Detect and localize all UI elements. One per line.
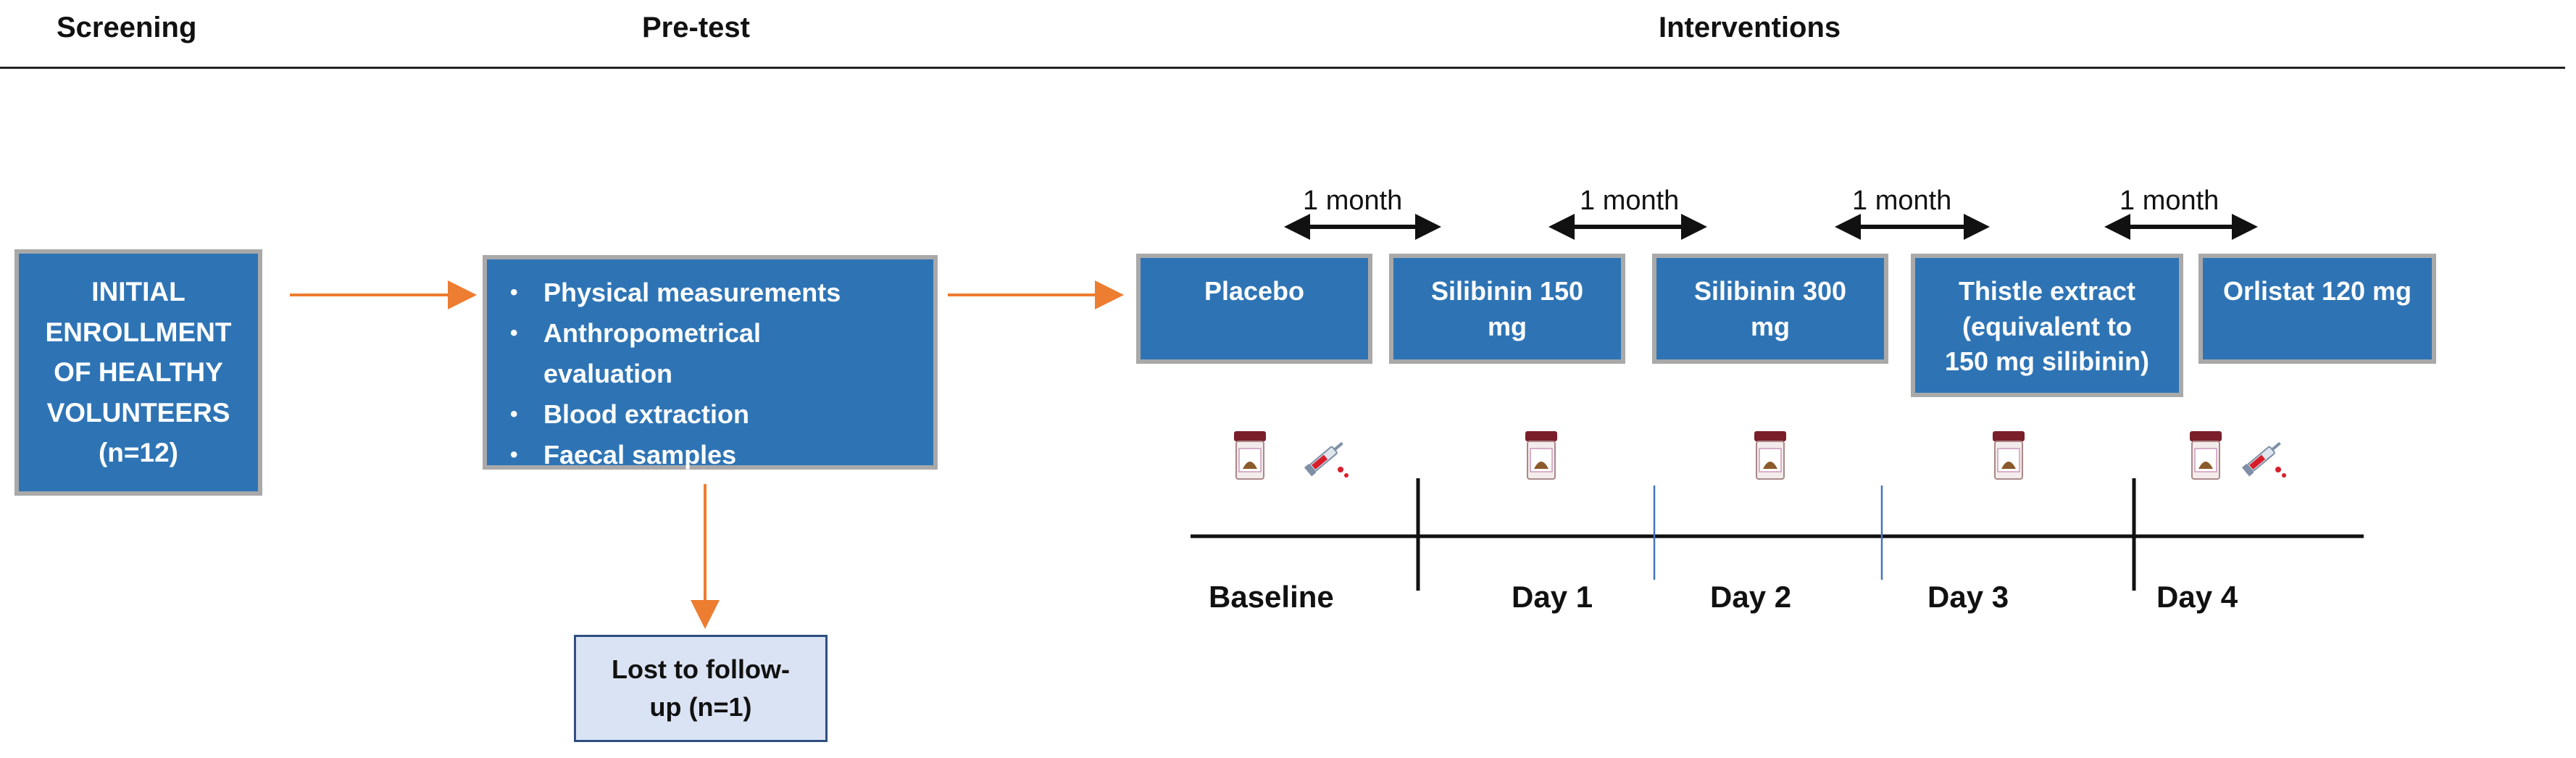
day-label-day2: Day 2 [1710,580,1792,614]
blood-syringe-icon [2241,441,2286,478]
lost-followup-line: Lost to follow- [612,654,790,684]
enrollment-line: ENROLLMENT [45,317,232,347]
enrollment-line: (n=12) [98,438,178,468]
day-label-day1: Day 1 [1512,580,1593,614]
pretest-item-blood: Blood extraction [510,394,933,435]
intervention-thistle-line: (equivalent to [1962,311,2133,341]
intervention-thistle: Thistle extract (equivalent to 150 mg si… [1911,254,2183,397]
enrollment-line: INITIAL [91,277,186,307]
stool-sample-jar-icon [1234,431,1266,480]
header-screening: Screening [57,12,197,43]
intervention-thistle-line: 150 mg silibinin) [1944,346,2150,377]
intervention-placebo-label: Placebo [1204,276,1305,306]
intervention-thistle-line: Thistle extract [1958,276,2136,306]
washout-label-2: 1 month [1580,186,1680,216]
header-interventions: Interventions [1659,12,1841,43]
enrollment-line: VOLUNTEERS [46,397,230,428]
stool-sample-jar-icon [1754,431,1786,480]
lost-followup-line: up (n=1) [649,692,752,722]
stool-sample-jar-icon [2190,431,2222,480]
intervention-silibinin-150-line: mg [1488,311,1527,341]
stool-sample-jar-icon [1525,431,1557,480]
intervention-silibinin-150: Silibinin 150 mg [1389,254,1625,364]
washout-label-3: 1 month [1852,186,1952,216]
intervention-placebo: Placebo [1136,254,1372,364]
intervention-silibinin-150-line: Silibinin 150 [1430,276,1584,306]
pretest-item-physical: Physical measurements [510,272,933,313]
day-label-baseline: Baseline [1209,580,1334,614]
pretest-list: Physical measurements Anthropometricalev… [487,259,933,475]
blood-syringe-icon [1304,441,1349,478]
day-label-day3: Day 3 [1927,580,2009,614]
intervention-orlistat: Orlistat 120 mg [2198,254,2436,364]
enrollment-line: OF HEALTHY [54,357,223,388]
intervention-silibinin-300-line: mg [1751,311,1790,341]
header-pretest: Pre-test [642,12,750,43]
day-label-day4: Day 4 [2156,580,2238,614]
intervention-orlistat-label: Orlistat 120 mg [2222,276,2412,306]
header-divider [0,67,2565,69]
stool-sample-jar-icon [1993,431,2025,480]
washout-label-4: 1 month [2119,186,2219,216]
pretest-item-faecal: Faecal samples [510,435,933,475]
pretest-box: Physical measurements Anthropometricalev… [483,255,938,475]
lost-followup-box: Lost to follow- up (n=1) [574,635,828,742]
washout-label-1: 1 month [1303,186,1403,216]
enrollment-box: INITIAL ENROLLMENT OF HEALTHY VOLUNTEERS… [14,249,262,496]
intervention-silibinin-300-line: Silibinin 300 [1693,276,1847,306]
intervention-silibinin-300: Silibinin 300 mg [1652,254,1888,364]
